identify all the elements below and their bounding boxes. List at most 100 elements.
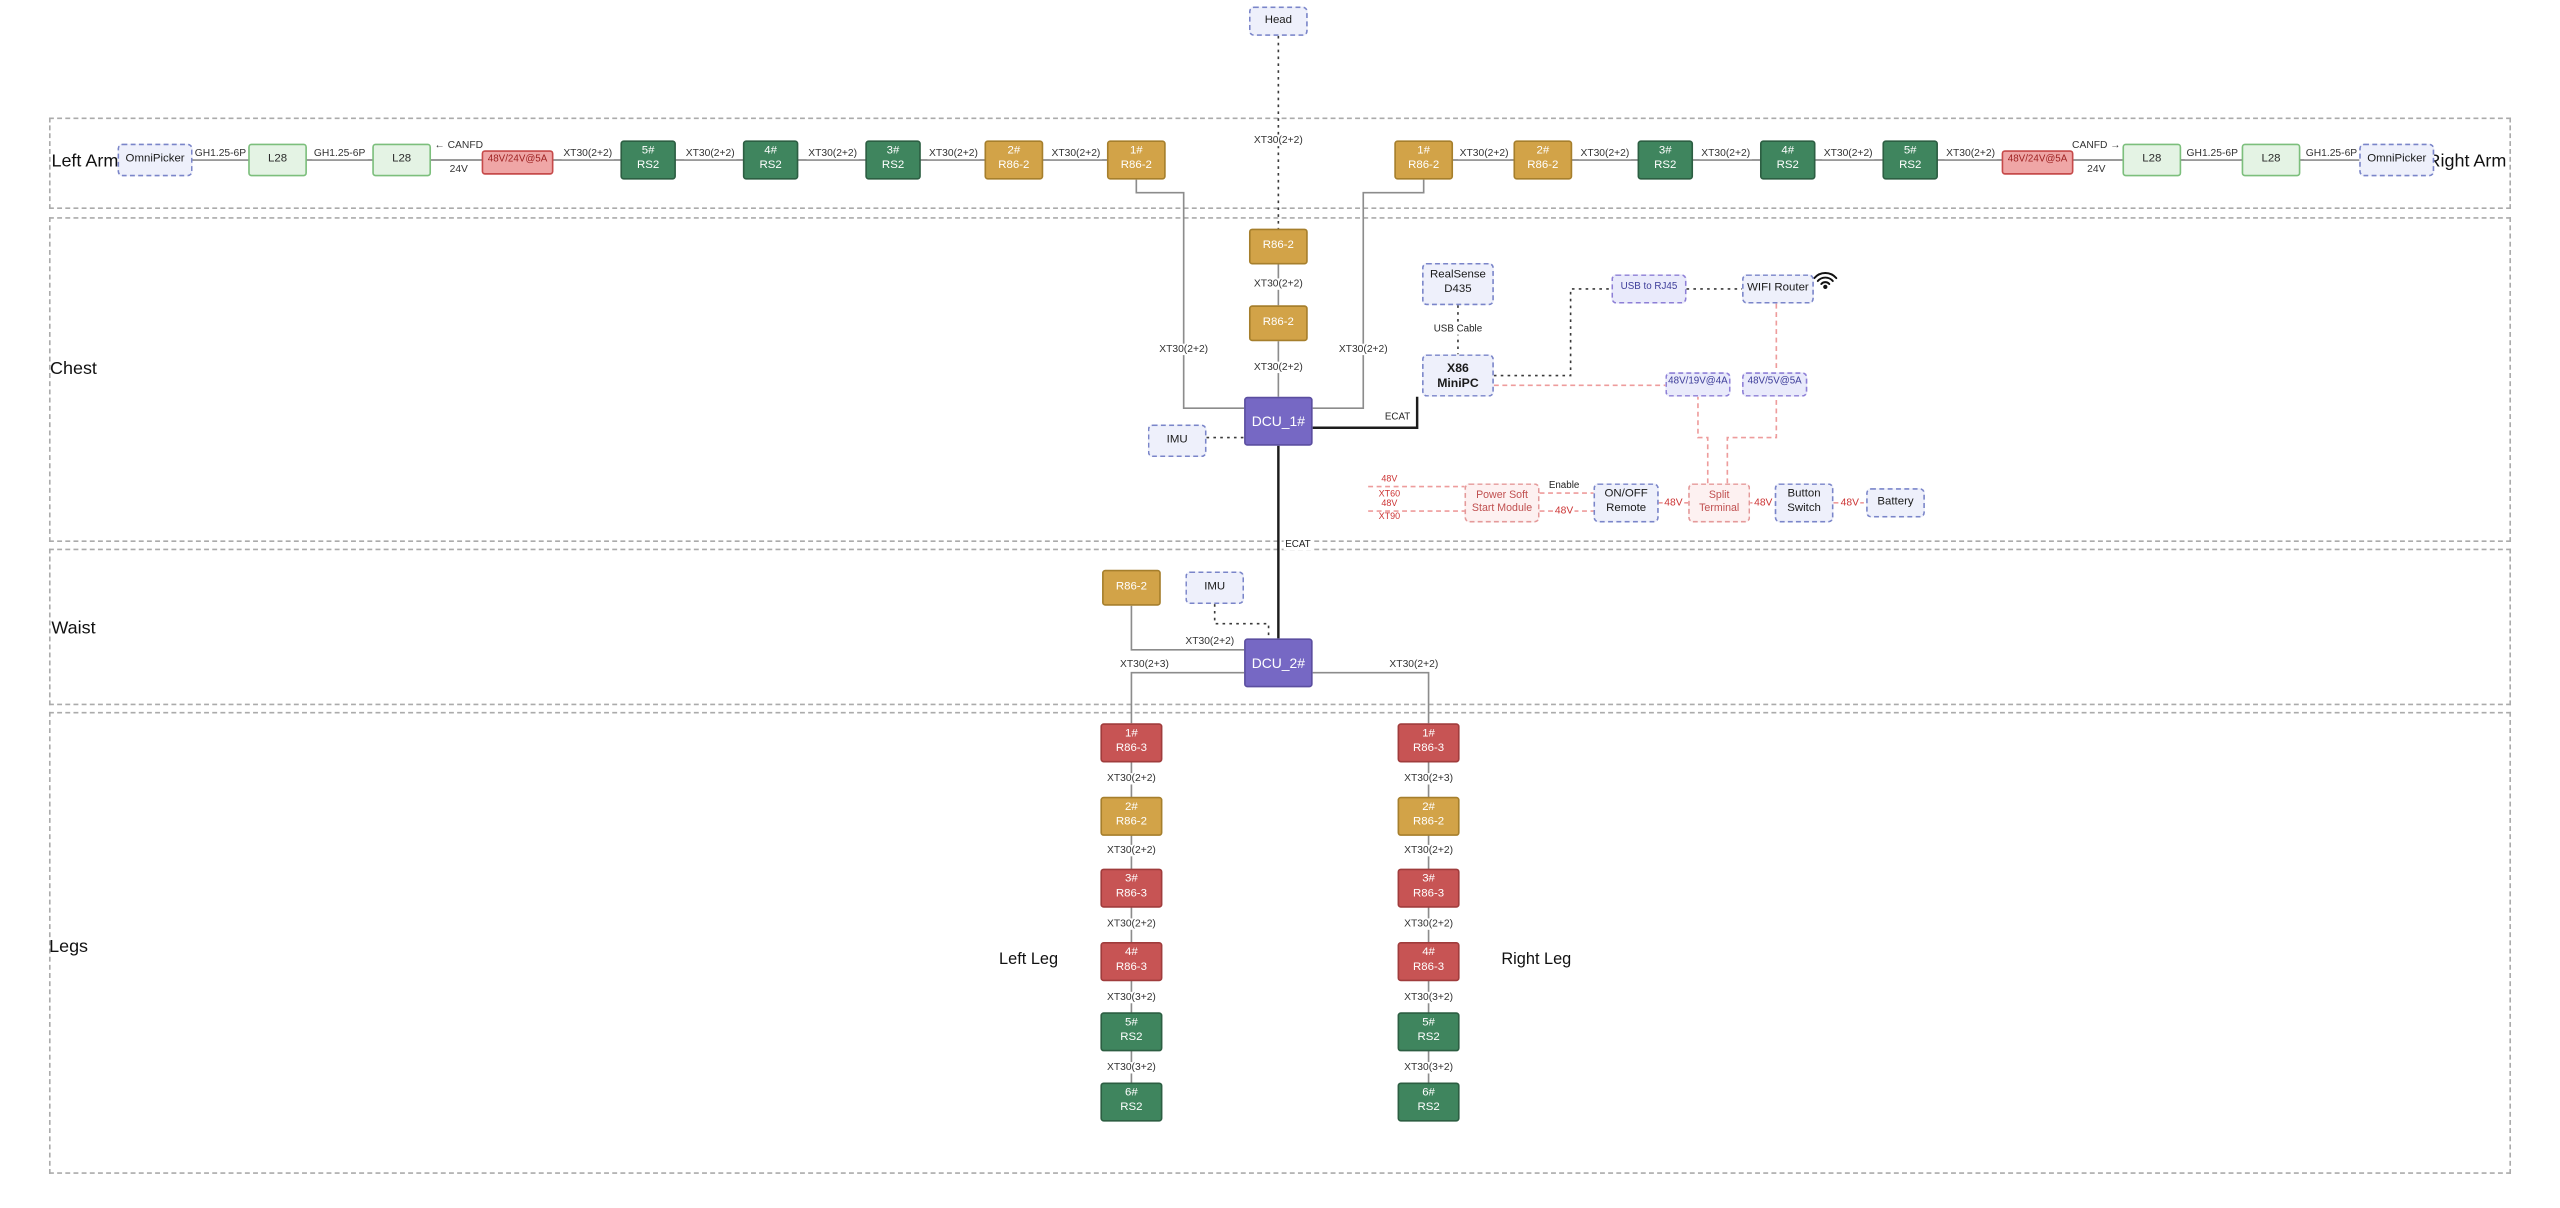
node-label: RS2 — [1417, 1102, 1440, 1114]
arms-section — [48, 117, 2512, 209]
edge-label: XT30(2+2) — [1105, 918, 1158, 930]
edge-label: 48V — [1839, 497, 1861, 509]
left-leg-joint3-r86-3: 3#R86-3 — [1100, 868, 1163, 908]
right-leg-joint4-r86-3: 4#R86-3 — [1397, 942, 1460, 982]
edge-label: XT30(2+2) — [806, 147, 859, 160]
node-label: R86-2 — [1408, 159, 1440, 172]
edge-label: GH1.25-6P — [2304, 147, 2359, 160]
left-leg-joint5-rs2: 5#RS2 — [1100, 1012, 1163, 1052]
wire — [1312, 179, 1425, 409]
node-label: Head — [1264, 14, 1293, 26]
node-label: RS2 — [1776, 159, 1799, 172]
edge-label: 48V — [1662, 497, 1685, 509]
node-label: 1# — [1129, 145, 1143, 158]
converter-48v-19v: 48V/19V@4A — [1665, 371, 1731, 396]
chest-imu: IMU — [1147, 424, 1207, 458]
right-arm-joint4-rs2: 4#RS2 — [1759, 140, 1816, 180]
node-label: 1# — [1417, 145, 1431, 158]
edge-label: XT30(2+2) — [1944, 147, 1997, 160]
node-label: 6# — [1422, 1087, 1435, 1100]
edge-label: Enable — [1547, 481, 1581, 492]
edge-label: ECAT — [1383, 413, 1412, 423]
node-label: L28 — [268, 152, 288, 165]
node-label: OmniPicker — [125, 152, 185, 165]
edge-label: XT30(2+2) — [561, 147, 614, 160]
dcu-2: DCU_2# — [1244, 638, 1313, 688]
node-label: Switch — [1787, 502, 1821, 515]
node-label: 4# — [1422, 947, 1435, 959]
node-label: R86-2 — [1262, 316, 1294, 328]
node-label: Split — [1708, 489, 1730, 502]
node-label: Remote — [1606, 502, 1647, 515]
node-label: USB to RJ45 — [1620, 282, 1678, 293]
node-label: 2# — [1536, 145, 1550, 158]
node-label: DCU_1# — [1251, 412, 1305, 429]
edge-label: XT30(2+2) — [1049, 147, 1102, 160]
edge-label: GH1.25-6P — [193, 147, 248, 160]
node-label: 2# — [1125, 802, 1138, 814]
wire — [1213, 604, 1270, 639]
waist-section-label: Waist — [51, 618, 96, 639]
edge-label: XT30(2+2) — [1387, 658, 1440, 671]
node-label: MiniPC — [1437, 375, 1479, 391]
legs-section — [48, 711, 2512, 1174]
right-arm-joint3-rs2: 3#RS2 — [1637, 140, 1694, 180]
node-label: L28 — [2261, 152, 2281, 165]
node-label: 3# — [886, 145, 900, 158]
node-label: OmniPicker — [2367, 152, 2427, 165]
node-label: 48V/5V@5A — [1747, 377, 1802, 388]
left-arm-l28-outer: L28 — [248, 143, 307, 177]
node-label: RS2 — [1120, 1031, 1143, 1044]
edge-label: XT30(2+3) — [1118, 658, 1171, 671]
node-label: 2# — [1007, 145, 1021, 158]
dcu-1: DCU_1# — [1244, 396, 1313, 446]
node-label: Terminal — [1699, 502, 1740, 515]
node-label: L28 — [392, 152, 412, 165]
edge-label: XT30(2+2) — [1252, 278, 1305, 290]
left-arm-joint4-rs2: 4#RS2 — [742, 140, 799, 180]
edge-label: XT30(2+2) — [1183, 635, 1236, 648]
edge-label: XT30(2+2) — [1252, 134, 1305, 147]
edge-label: CANFD → — [2070, 139, 2123, 152]
node-label: L28 — [2142, 152, 2162, 165]
wire — [1130, 605, 1245, 651]
edge-label: XT30(2+2) — [1337, 343, 1390, 356]
edge-label: XT30(2+2) — [1578, 147, 1631, 160]
waist-r86: R86-2 — [1102, 569, 1161, 606]
left-leg-joint1-r86-3: 1#R86-3 — [1100, 723, 1163, 763]
right-arm-joint1-r86: 1#R86-2 — [1394, 140, 1454, 180]
left-arm-omnipicker: OmniPicker — [117, 143, 193, 177]
right-leg-joint3-r86-3: 3#R86-3 — [1397, 868, 1460, 908]
node-label: 1# — [1125, 728, 1138, 740]
edge-label: XT30(2+2) — [1105, 844, 1158, 857]
node-label: 48V/19V@4A — [1668, 377, 1728, 388]
chest-r86-upper: R86-2 — [1248, 228, 1308, 265]
right-arm-section-label: Right Arm — [2427, 151, 2507, 172]
edge-label: XT30(2+2) — [1699, 147, 1752, 160]
node-label: R86-2 — [1527, 159, 1559, 172]
edge-label: 24V — [2085, 164, 2108, 176]
left-arm-power-converter: 48V/24V@5A — [481, 149, 554, 174]
legs-section-label: Legs — [49, 937, 89, 957]
right-leg-joint2-r86-2: 2#R86-2 — [1397, 796, 1460, 836]
edge-label: GH1.25-6P — [312, 147, 367, 160]
node-label: 48V/24V@5A — [2007, 155, 2068, 166]
node-label: RS2 — [1654, 159, 1677, 172]
node-label: RS2 — [1120, 1102, 1143, 1114]
node-label: R86-2 — [998, 159, 1030, 172]
right-arm-joint2-r86: 2#R86-2 — [1513, 140, 1573, 180]
node-label: 1# — [1422, 728, 1435, 740]
left-arm-joint5-rs2: 5#RS2 — [620, 140, 676, 180]
node-label: 5# — [1903, 145, 1917, 158]
node-label: Battery — [1877, 495, 1914, 508]
wire — [1130, 671, 1245, 724]
wifi-signal-icon — [1813, 272, 1838, 289]
node-label: R86-2 — [1120, 159, 1152, 172]
battery: Battery — [1866, 488, 1925, 518]
node-label: R86-2 — [1115, 580, 1147, 593]
edge-label: XT30(2+3) — [1402, 773, 1455, 785]
